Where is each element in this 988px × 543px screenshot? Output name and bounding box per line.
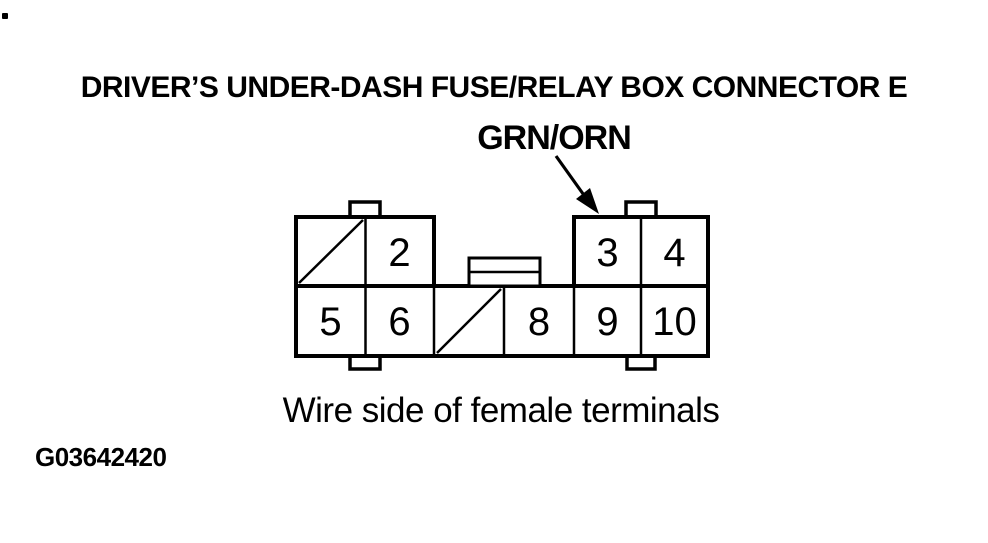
pin-8-label: 8 [528, 300, 550, 344]
arrow-line [554, 155, 588, 199]
page-title: DRIVER’S UNDER-DASH FUSE/RELAY BOX CONNE… [80, 71, 908, 104]
pin-2-label: 2 [388, 231, 410, 275]
pin-4-label: 4 [663, 231, 685, 275]
scan-artifact [2, 13, 8, 19]
arrow-head-icon [576, 188, 599, 214]
pin-6-label: 6 [388, 300, 410, 344]
pin-5-label: 5 [319, 300, 341, 344]
blocked-pin-diagonal-right [436, 288, 502, 354]
document-number: G03642420 [35, 442, 167, 472]
pin-9-label: 9 [596, 300, 618, 344]
pin-3-label: 3 [596, 231, 618, 275]
diagram-caption: Wire side of female terminals [282, 391, 720, 430]
wire-callout-arrow [554, 155, 599, 214]
pin-10-label: 10 [652, 300, 697, 344]
wire-color-label: GRN/ORN [477, 119, 632, 157]
connector-shell-bottom [294, 284, 710, 358]
blocked-pin-diagonal-left [298, 219, 364, 284]
